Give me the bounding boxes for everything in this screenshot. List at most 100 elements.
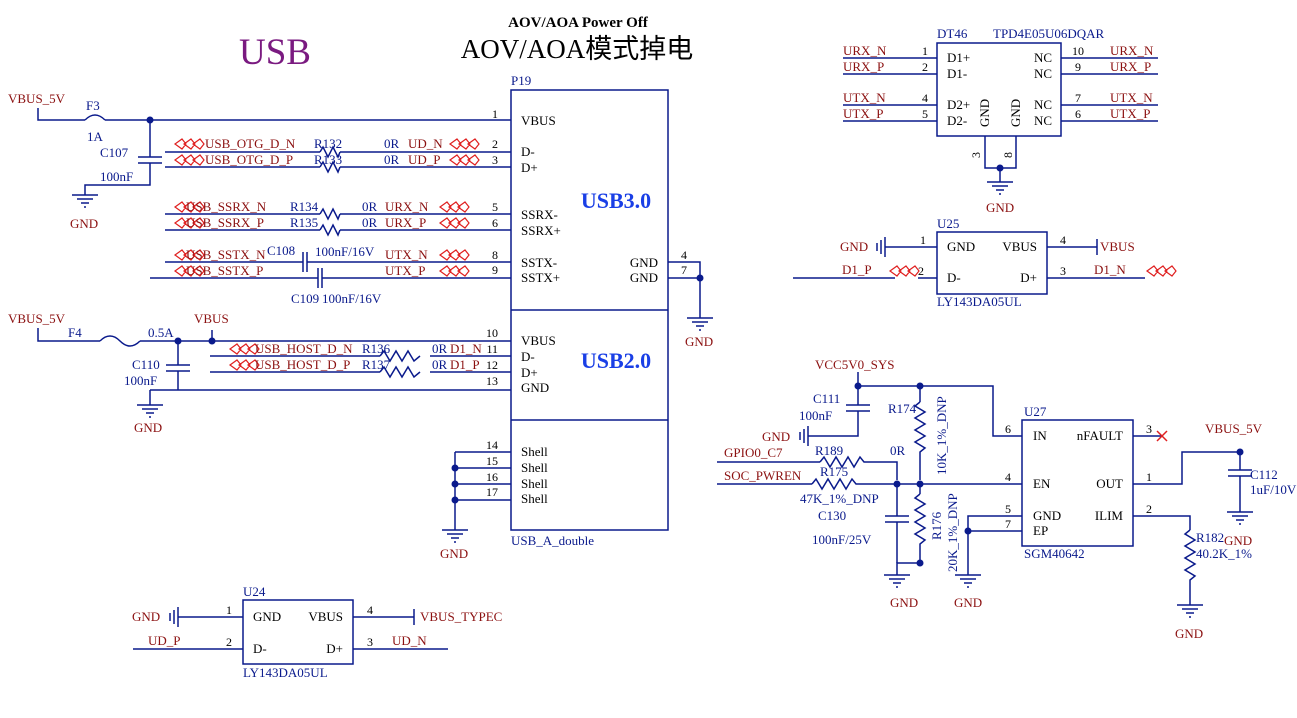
res-r174-ref: R174 xyxy=(888,401,917,416)
cap-c112-value: 1uF/10V xyxy=(1250,482,1297,497)
u27-pin-num: 1 xyxy=(1146,470,1152,484)
cap-c111-ref: C111 xyxy=(813,391,840,406)
page-title: AOV/AOA模式掉电 xyxy=(461,34,694,64)
dt46-pin-num: 1 xyxy=(922,44,928,58)
res-r189-ref: R189 xyxy=(815,443,843,458)
u25-gnd-net: GND xyxy=(840,239,868,254)
u25-pin-name: D- xyxy=(947,270,961,285)
res-r136-value: 0R xyxy=(432,341,448,356)
u24-part: LY143DA05UL xyxy=(243,665,328,680)
cap-c108-value: 100nF/16V xyxy=(315,244,375,259)
net-usb-host-dn: USB_HOST_D_N xyxy=(255,341,353,356)
u27-pin-num: 5 xyxy=(1005,502,1011,516)
cap-c130-value: 100nF/25V xyxy=(812,532,872,547)
fuse-f3-ref: F3 xyxy=(86,98,100,113)
u24-pin-num: 2 xyxy=(226,635,232,649)
cap-c111-value: 100nF xyxy=(799,408,832,423)
u24-pin-num: 3 xyxy=(367,635,373,649)
u27-pin-name: OUT xyxy=(1096,476,1123,491)
p19-pin-name: SSTX+ xyxy=(521,270,560,285)
dt46-net-left: UTX_P xyxy=(843,106,883,121)
dt46-ref: DT46 xyxy=(937,26,968,41)
dt46-pin-num: 3 xyxy=(969,152,983,158)
u25-net-left: D1_P xyxy=(842,262,872,277)
u27-pin-num: 4 xyxy=(1005,470,1011,484)
dt46-net-left: URX_N xyxy=(843,43,887,58)
p19-pin-num: 10 xyxy=(486,326,498,340)
net-vbus5v-right: VBUS_5V xyxy=(1205,421,1263,436)
u27-pin-name: ILIM xyxy=(1095,508,1124,523)
res-r133-value: 0R xyxy=(384,152,400,167)
u27-pin-name: IN xyxy=(1033,428,1047,443)
u25-net-right: D1_N xyxy=(1094,262,1126,277)
u24-ref: U24 xyxy=(243,584,266,599)
gnd-label: GND xyxy=(1175,626,1203,641)
dt46-pin-name: GND xyxy=(1008,99,1023,127)
cap-c130-ref: C130 xyxy=(818,508,846,523)
p19-pin-num: 13 xyxy=(486,374,498,388)
gnd-label: GND xyxy=(70,216,98,231)
p19-pin-num: 4 xyxy=(681,248,687,262)
gnd-label: GND xyxy=(134,420,162,435)
u27-ref: U27 xyxy=(1024,404,1047,419)
net-usb-host-dp: USB_HOST_D_P xyxy=(255,357,350,372)
dt46-part: TPD4E05U06DQAR xyxy=(993,26,1105,41)
res-r176-ref: R176 xyxy=(929,511,944,540)
dt46-pin-num: 2 xyxy=(922,60,928,74)
p19-pin-num: 17 xyxy=(486,485,498,499)
p19-pin-name: VBUS xyxy=(521,113,556,128)
res-r135-value: 0R xyxy=(362,215,378,230)
res-r175-value: 47K_1%_DNP xyxy=(800,491,879,506)
dt46-pin-name: NC xyxy=(1034,50,1052,65)
fuse-f4-ref: F4 xyxy=(68,325,82,340)
dt46-pin-name: D2- xyxy=(947,113,967,128)
p19-pin-num: 9 xyxy=(492,263,498,277)
net-usb-sstx-p: USB_SSTX_P xyxy=(186,263,263,278)
dt46-pin-name: D1+ xyxy=(947,50,970,65)
dt46-pin-num: 5 xyxy=(922,107,928,121)
res-r135-ref: R135 xyxy=(290,215,318,230)
dt46-pin-name: D1- xyxy=(947,66,967,81)
cap-c110-value: 100nF xyxy=(124,373,157,388)
u24-net-left: UD_P xyxy=(148,633,181,648)
net-usb-otg-dn: USB_OTG_D_N xyxy=(205,136,296,151)
net-vbus5v-bottom: VBUS_5V xyxy=(8,311,66,326)
cap-c108-ref: C108 xyxy=(267,243,295,258)
p19-pin-num: 7 xyxy=(681,263,687,277)
u24-gnd-net: GND xyxy=(132,609,160,624)
net-d1-p: D1_P xyxy=(450,357,480,372)
p19-pin-num: 2 xyxy=(492,137,498,151)
dt46-pin-name: NC xyxy=(1034,66,1052,81)
u25-pin-num: 4 xyxy=(1060,233,1066,247)
u27-pin-num: 2 xyxy=(1146,502,1152,516)
left-wires xyxy=(37,108,701,530)
p19-part: USB_A_double xyxy=(511,533,594,548)
p19-pin-name: SSTX- xyxy=(521,255,557,270)
u25-vbus-net: VBUS xyxy=(1100,239,1135,254)
res-r189-value: 0R xyxy=(890,443,906,458)
u27-pin-num: 3 xyxy=(1146,422,1152,436)
p19-ref: P19 xyxy=(511,73,531,88)
dt46-net-right: UTX_P xyxy=(1110,106,1150,121)
gnd-label: GND xyxy=(685,334,713,349)
dt46-pin-num: 9 xyxy=(1075,60,1081,74)
res-r137-ref: R137 xyxy=(362,357,391,372)
u24-pin-num: 4 xyxy=(367,603,373,617)
res-r137-value: 0R xyxy=(432,357,448,372)
dt46-net-right: UTX_N xyxy=(1110,90,1153,105)
page-subtitle: AOV/AOA Power Off xyxy=(508,15,649,31)
p19-pin-name: SSRX- xyxy=(521,207,558,222)
p19-pin-name: GND xyxy=(630,255,658,270)
u25-pin-num: 1 xyxy=(920,233,926,247)
p19-pin-name: GND xyxy=(521,380,549,395)
ic-dt46: DT46 TPD4E05U06DQAR GND D1+ D1- D2+ D2- … xyxy=(843,26,1158,215)
res-r182-ref: R182 xyxy=(1196,530,1224,545)
p19-pin-num: 8 xyxy=(492,248,498,262)
cap-c109-ref: C109 xyxy=(291,291,319,306)
res-r182-value: 40.2K_1% xyxy=(1196,546,1252,561)
dt46-pin-name: NC xyxy=(1034,97,1052,112)
p19-pin-name: Shell xyxy=(521,444,548,459)
res-r134-value: 0R xyxy=(362,199,378,214)
net-urx-p: URX_P xyxy=(385,215,426,230)
